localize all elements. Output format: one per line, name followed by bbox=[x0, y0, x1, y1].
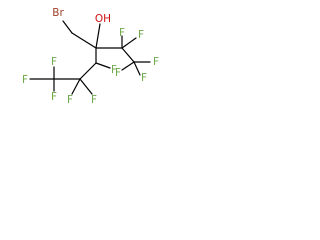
bond-c2-c3 bbox=[121, 47, 135, 63]
molecule-structure: Br OH F F F F F F F F F F F bbox=[22, 7, 159, 106]
fluorine-label-c5-down-left: F bbox=[67, 94, 73, 106]
bond-c3-f-left bbox=[121, 61, 135, 71]
fluorine-label-c5-down-right: F bbox=[91, 94, 97, 106]
bond-br-ch2 bbox=[62, 20, 73, 34]
bond-c2-f-right bbox=[121, 37, 137, 49]
fluorine-label-c6-down: F bbox=[51, 91, 57, 103]
bond-c5-f-down-left bbox=[71, 78, 81, 95]
fluorine-label-c3-down: F bbox=[141, 72, 147, 84]
bond-c3-f-down bbox=[133, 61, 141, 76]
bond-ch2-c1 bbox=[71, 32, 97, 49]
bond-c1-oh bbox=[95, 23, 101, 49]
fluorine-label-c2-right: F bbox=[138, 29, 144, 41]
fluorine-label-c6-up: F bbox=[51, 56, 57, 68]
bromine-label: Br bbox=[52, 7, 64, 19]
fluorine-label-c3-left: F bbox=[115, 67, 121, 79]
fluorine-label-c2-up: F bbox=[119, 27, 125, 39]
bond-c4-f-right bbox=[95, 62, 111, 69]
fluorine-label-c6-left: F bbox=[22, 74, 28, 86]
hydroxyl-label: OH bbox=[95, 13, 111, 25]
label-layer: Br OH F F F F F F F F F F F bbox=[22, 7, 159, 106]
bond-c5-f-down-right bbox=[79, 78, 93, 95]
fluorine-label-c4-right: F bbox=[111, 64, 117, 76]
fluorine-label-c3-right: F bbox=[153, 56, 159, 68]
bond-c4-c5 bbox=[79, 62, 97, 80]
bond-layer bbox=[29, 20, 151, 95]
